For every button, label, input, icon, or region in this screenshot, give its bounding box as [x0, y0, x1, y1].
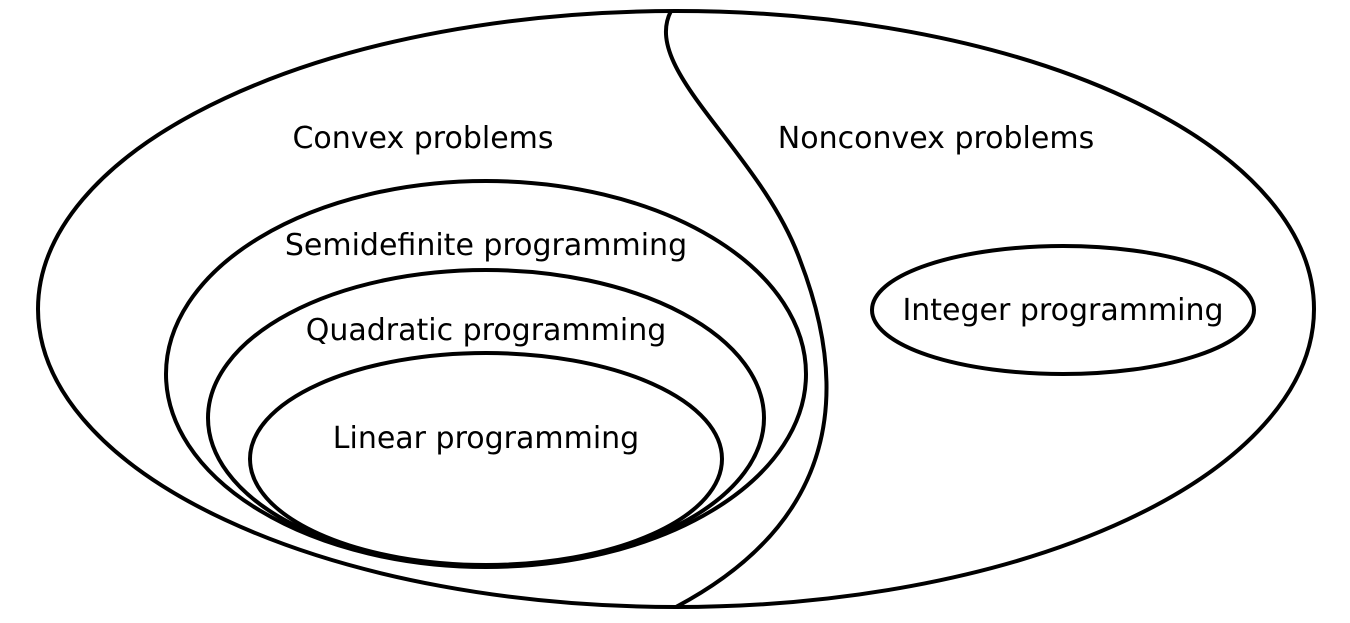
nonconvex-problems-label: Nonconvex problems [778, 121, 1094, 156]
integer-ellipse [870, 244, 1256, 376]
convex-problems-label: Convex problems [292, 121, 553, 156]
convex-nonconvex-divider [663, 10, 829, 609]
linear-ellipse [248, 351, 724, 567]
linear-programming-label: Linear programming [333, 421, 639, 456]
quadratic-programming-label: Quadratic programming [306, 313, 667, 348]
semidefinite-programming-label: Semidefinite programming [285, 228, 687, 263]
integer-programming-label: Integer programming [902, 293, 1223, 328]
